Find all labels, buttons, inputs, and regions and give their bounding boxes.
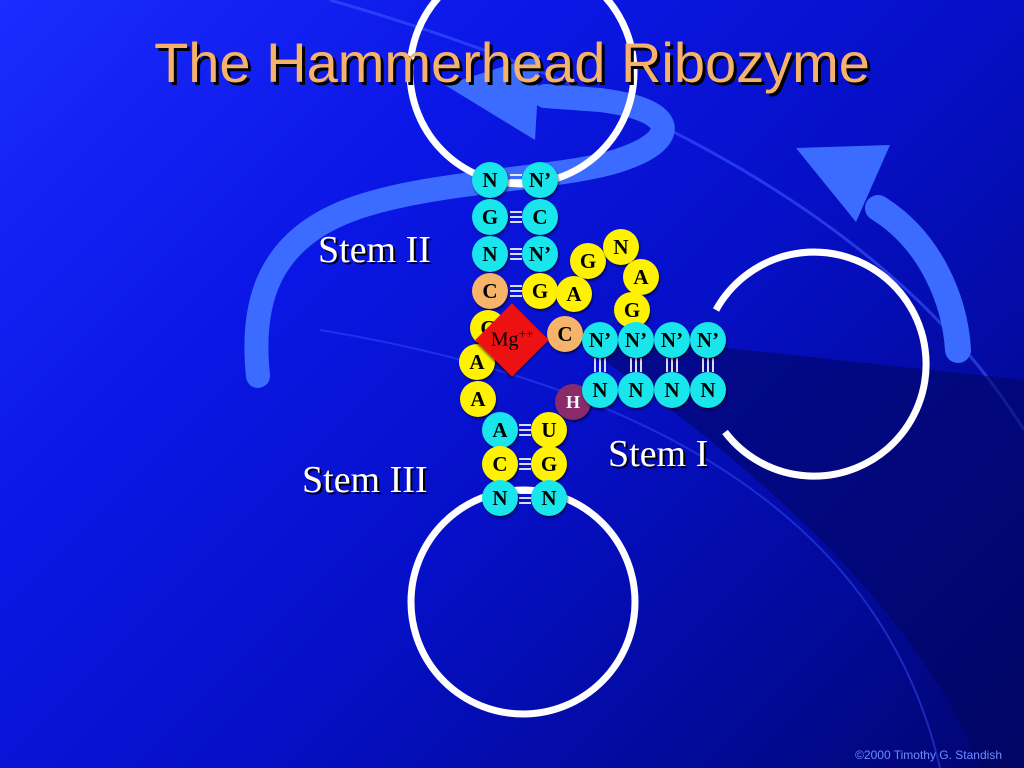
stem-iii-loop: [407, 486, 639, 718]
base-pair-bond: [510, 248, 522, 260]
base-pair-bond: [519, 492, 531, 504]
nucleotide-core-loop-2: N: [603, 229, 639, 265]
base-pair-bond: [519, 424, 531, 436]
stem-ii-label: Stem II: [318, 229, 431, 271]
stem-i-loop: [712, 248, 930, 480]
nucleotide-stem3-right-2: G: [531, 446, 567, 482]
nucleotide-core-loop-1: G: [570, 243, 606, 279]
nucleotide-stem2-left-4: C: [472, 273, 508, 309]
nucleotide-core-loop-3: A: [623, 259, 659, 295]
base-pair-bond: [594, 358, 606, 372]
base-pair-bond: [510, 174, 522, 186]
nucleotide-stem1-bottom-4: N: [690, 372, 726, 408]
nucleotide-stem2-left-1: N: [472, 162, 508, 198]
nucleotide-stem2-left-2: G: [472, 199, 508, 235]
arrow-stem-ii-head: [445, 55, 540, 140]
nucleotide-stem1-bottom-2: N: [618, 372, 654, 408]
nucleotide-stem1-bottom-3: N: [654, 372, 690, 408]
background-shadow: [560, 330, 1024, 768]
nucleotide-core-loop-4: A: [556, 276, 592, 312]
nucleotide-stem3-left-3: N: [482, 480, 518, 516]
nucleotide-stem1-bottom-1: N: [582, 372, 618, 408]
nucleotide-stem1-top-2: N’: [618, 322, 654, 358]
slide-title: The Hammerhead Ribozyme: [154, 31, 870, 94]
nucleotide-stem3-left-2: C: [482, 446, 518, 482]
nucleotide-stem2-right-2: C: [522, 199, 558, 235]
stem-i-label: Stem I: [608, 433, 709, 475]
base-pair-bond: [702, 358, 714, 372]
magnesium-ion-label: Mg++: [490, 326, 534, 351]
nucleotide-stem1-top-1: N’: [582, 322, 618, 358]
nucleotide-stem3-right-3: N: [531, 480, 567, 516]
nucleotide-stem2-right-3: N’: [522, 236, 558, 272]
base-pair-bond: [519, 458, 531, 470]
base-pair-bond: [510, 211, 522, 223]
nucleotide-core-c: C: [547, 316, 583, 352]
nucleotide-stem3-right-1: U: [531, 412, 567, 448]
nucleotide-stem3-left-1: A: [482, 412, 518, 448]
nucleotide-stem2-right-1: N’: [522, 162, 558, 198]
arrow-stem-i: [865, 195, 971, 363]
base-pair-bond: [630, 358, 642, 372]
nucleotide-stem2-left-3: N: [472, 236, 508, 272]
stem-iii-label: Stem III: [302, 459, 428, 501]
nucleotide-core-left-3: A: [460, 381, 496, 417]
nucleotide-stem1-top-3: N’: [654, 322, 690, 358]
nucleotide-stem1-top-4: N’: [690, 322, 726, 358]
base-pair-bond: [666, 358, 678, 372]
nucleotide-stem2-right-4: G: [522, 273, 558, 309]
base-pair-bond: [510, 285, 522, 297]
arrow-stem-i-head: [796, 145, 890, 222]
copyright-notice: ©2000 Timothy G. Standish: [855, 748, 1002, 762]
